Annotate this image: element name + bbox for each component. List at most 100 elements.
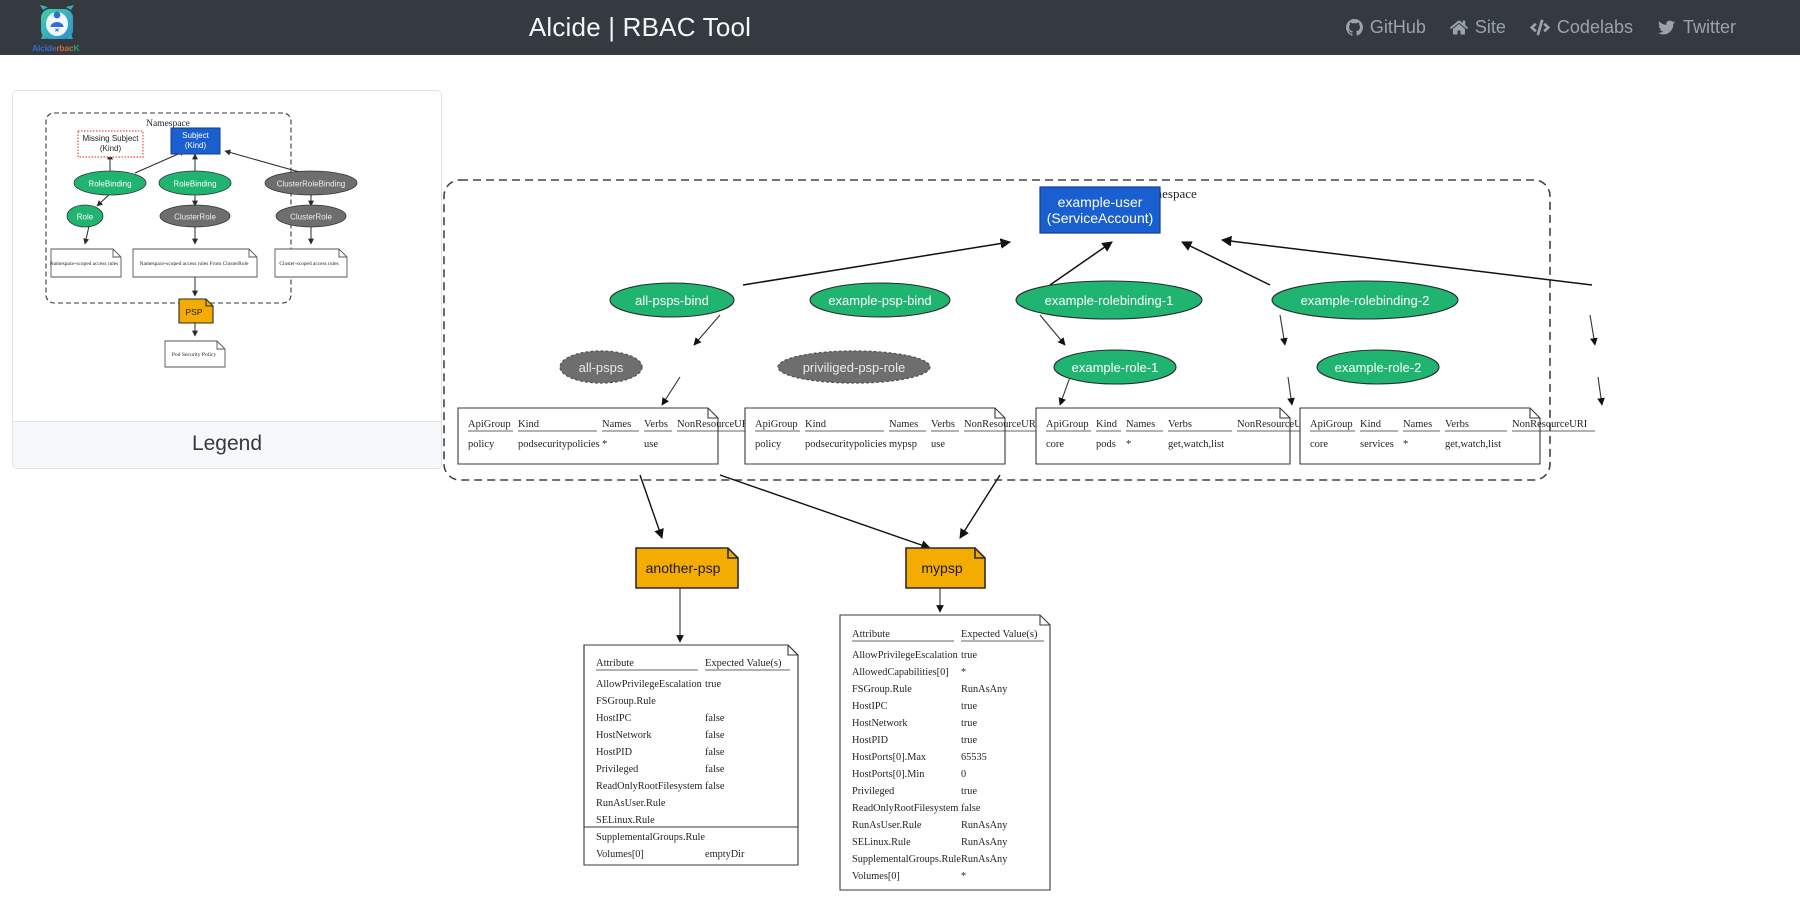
home-icon bbox=[1449, 19, 1468, 36]
psp-attr-table-another-psp-outline bbox=[583, 644, 799, 866]
rule-table-2-cell-0-2: * bbox=[1126, 439, 1131, 450]
psp0-attr-5: Privileged bbox=[596, 764, 639, 775]
legend-note-ns-from-clusterrole-label: Namespace-scoped access rules From Clust… bbox=[140, 261, 249, 267]
legend-missing-subject-line1: Missing Subject bbox=[82, 134, 139, 143]
nav-link-twitter[interactable]: Twitter bbox=[1657, 17, 1736, 38]
psp1-attr-5: HostPID bbox=[852, 735, 889, 746]
rule-table-2: ApiGroup Kind Names Verbs NonResourceURI… bbox=[1035, 407, 1320, 465]
psp1-val-9: false bbox=[961, 803, 981, 814]
binding-label-3: example-rolebinding-2 bbox=[1301, 293, 1430, 308]
rule-table-0-header-1: Kind bbox=[518, 419, 540, 430]
brand-logo-text-part2: rbac bbox=[56, 42, 74, 53]
nav-link-site[interactable]: Site bbox=[1449, 17, 1506, 38]
legend-rolebinding-mid-label: RoleBinding bbox=[173, 180, 216, 189]
binding-label-1: example-psp-bind bbox=[828, 293, 931, 308]
nav-link-github[interactable]: GitHub bbox=[1345, 17, 1426, 38]
rule-table-1-header-0: ApiGroup bbox=[755, 419, 798, 430]
nav-link-codelabs-label: Codelabs bbox=[1556, 17, 1633, 37]
rule-table-3-header-4: NonResourceURI bbox=[1512, 419, 1588, 430]
role-label-1: priviliged-psp-role bbox=[803, 360, 906, 375]
psp-attr-table-mypsp: Attribute Expected Value(s) AllowPrivile… bbox=[839, 614, 1051, 891]
psp0-attr-8: SELinux.Rule bbox=[596, 815, 655, 826]
app-title-text: Alcide | RBAC Tool bbox=[528, 12, 752, 42]
node-psp-mypsp[interactable]: mypsp bbox=[905, 547, 986, 589]
psp1-attr-0: AllowPrivilegeEscalation bbox=[852, 650, 958, 661]
nav-link-codelabs[interactable]: Codelabs bbox=[1529, 17, 1633, 38]
psp0-val-6: false bbox=[705, 781, 725, 792]
node-binding-all-psps-bind[interactable]: all-psps-bind bbox=[609, 282, 735, 318]
psp1-attr-1: AllowedCapabilities[0] bbox=[852, 667, 949, 678]
rule-table-1-header-4: NonResourceURI bbox=[964, 419, 1040, 430]
node-role-priviliged-psp-role[interactable]: priviliged-psp-role bbox=[777, 350, 931, 384]
psp0-attr-7: RunAsUser.Rule bbox=[596, 798, 666, 809]
rule-table-2-header-2: Names bbox=[1126, 419, 1155, 430]
node-binding-example-rolebinding-2[interactable]: example-rolebinding-2 bbox=[1271, 280, 1459, 320]
legend-card: Namespace Missing Subject (Kin bbox=[12, 90, 442, 469]
edges-roles-to-rules bbox=[661, 376, 1605, 406]
edges-bindings-to-subject bbox=[742, 235, 1593, 286]
psp1-attr-7: HostPorts[0].Min bbox=[852, 769, 924, 780]
rule-table-3-cell-0-2: * bbox=[1403, 439, 1408, 450]
binding-label-2: example-rolebinding-1 bbox=[1045, 293, 1174, 308]
node-psp-another-psp[interactable]: another-psp bbox=[635, 547, 739, 589]
rule-table-1-cell-0-2: mypsp bbox=[889, 439, 917, 450]
legend-node-clusterrolebinding: ClusterRoleBinding bbox=[264, 170, 358, 196]
rule-table-2-header-4: NonResourceURI bbox=[1237, 419, 1313, 430]
legend-role-label: Role bbox=[77, 213, 94, 222]
edges-bindings-to-roles bbox=[693, 314, 1598, 346]
brand-logo-text-part1: Alcide bbox=[32, 42, 57, 53]
rule-table-0-header-3: Verbs bbox=[644, 419, 668, 430]
psp1-attr-9: ReadOnlyRootFilesystem bbox=[852, 803, 958, 814]
rule-table-2-cell-0-0: core bbox=[1046, 439, 1064, 450]
legend-node-rolebinding-left: RoleBinding bbox=[73, 170, 147, 196]
psp1-attr-10: RunAsUser.Rule bbox=[852, 820, 922, 831]
node-binding-example-psp-bind[interactable]: example-psp-bind bbox=[809, 282, 951, 318]
rbac-graph-svg: mynamespace bbox=[443, 179, 1605, 891]
brand-logo[interactable]: AlciderbacK bbox=[32, 4, 80, 53]
navbar-links: GitHub Site Codelabs Twitter bbox=[1345, 17, 1776, 38]
psp0-val-0: true bbox=[705, 679, 721, 690]
legend-note-cluster-scoped-label: Cluster-scoped access rules bbox=[279, 261, 338, 267]
legend-node-subject: Subject (Kind) bbox=[170, 127, 221, 155]
psp0-header-1: Expected Value(s) bbox=[705, 658, 782, 669]
rule-table-1-header-1: Kind bbox=[805, 419, 827, 430]
psp0-attr-0: AllowPrivilegeEscalation bbox=[596, 679, 702, 690]
legend-psp-label: PSP bbox=[185, 307, 202, 317]
psp0-val-10: emptyDir bbox=[705, 849, 745, 860]
legend-clusterrolebinding-label: ClusterRoleBinding bbox=[277, 180, 345, 189]
legend-note-pod-security-policy: Pod Security Policy bbox=[164, 340, 226, 368]
psp0-val-4: false bbox=[705, 747, 725, 758]
rule-table-0-cell-0-3: use bbox=[644, 439, 658, 450]
psp0-val-5: false bbox=[705, 764, 725, 775]
rule-table-1-header-2: Names bbox=[889, 419, 918, 430]
legend-note-ns-scoped-label: Namespace-scoped access rules bbox=[50, 261, 119, 267]
rule-table-2-cell-0-3: get,watch,list bbox=[1168, 439, 1224, 450]
top-navbar: AlciderbacK Alcide | RBAC Tool GitHub Si… bbox=[0, 0, 1800, 55]
psp1-val-13: * bbox=[961, 871, 966, 882]
psp1-attr-12: SupplementalGroups.Rule bbox=[852, 854, 961, 865]
rule-table-0-cell-0-2: * bbox=[602, 439, 607, 450]
rule-table-2-header-1: Kind bbox=[1096, 419, 1118, 430]
nav-link-github-label: GitHub bbox=[1369, 17, 1426, 37]
node-role-example-role-2[interactable]: example-role-2 bbox=[1316, 349, 1440, 385]
legend-node-clusterrole-mid: ClusterRole bbox=[159, 204, 231, 228]
node-binding-example-rolebinding-1[interactable]: example-rolebinding-1 bbox=[1015, 280, 1203, 320]
psp1-attr-8: Privileged bbox=[852, 786, 895, 797]
psp1-val-7: 0 bbox=[961, 769, 966, 780]
edges-psps-to-attr-tables bbox=[676, 588, 944, 643]
node-role-all-psps[interactable]: all-psps bbox=[559, 350, 643, 384]
psp0-val-2: false bbox=[705, 713, 725, 724]
github-icon bbox=[1345, 19, 1363, 36]
node-subject-example-user[interactable]: example-user (ServiceAccount) bbox=[1039, 186, 1161, 234]
rule-table-1-header-3: Verbs bbox=[931, 419, 955, 430]
legend-clusterrole-right-label: ClusterRole bbox=[290, 213, 332, 222]
node-role-example-role-1[interactable]: example-role-1 bbox=[1053, 349, 1177, 385]
psp-attr-table-another-psp: Attribute Expected Value(s) AllowPrivile… bbox=[583, 644, 799, 860]
legend-diagram: Namespace Missing Subject (Kin bbox=[13, 91, 441, 421]
rule-table-0-cell-0-1: podsecuritypolicies bbox=[518, 439, 600, 450]
psp1-attr-4: HostNetwork bbox=[852, 718, 908, 729]
legend-svg: Namespace Missing Subject (Kin bbox=[45, 112, 358, 368]
legend-note-psp-label: Pod Security Policy bbox=[172, 352, 217, 358]
psp1-val-4: true bbox=[961, 718, 977, 729]
psp1-attr-6: HostPorts[0].Max bbox=[852, 752, 927, 763]
